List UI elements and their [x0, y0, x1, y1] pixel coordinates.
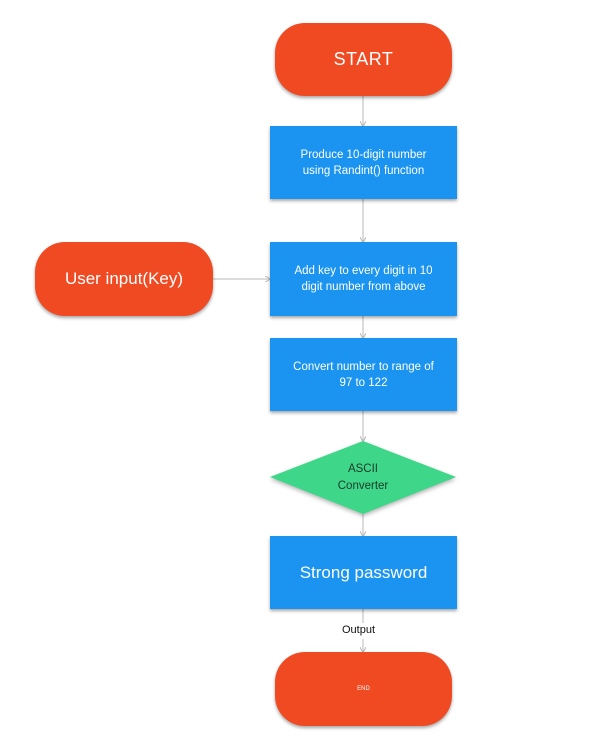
- edge-label-output: Output: [342, 624, 376, 636]
- node-start-label: START: [333, 49, 394, 69]
- node-end: END: [275, 652, 452, 726]
- node-user-input-label: User input(Key): [64, 269, 184, 288]
- node-add-key-label: Add key to every digit in 10 digit numbe…: [294, 265, 433, 293]
- node-ascii-converter-label: ASCII Converter: [337, 462, 389, 492]
- node-strong-password-label: Strong password: [299, 562, 428, 582]
- node-user-input: User input(Key): [35, 242, 213, 316]
- decision-diamond-ascii: [270, 441, 456, 514]
- node-generate-number-label: Produce 10-digit number using Randint() …: [300, 148, 427, 177]
- node-convert-range-label: Convert number to range of 97 to 122: [293, 360, 434, 389]
- node-convert-range: Convert number to range of 97 to 122: [270, 338, 457, 411]
- node-strong-password: Strong password: [270, 536, 457, 609]
- node-start: START: [275, 23, 452, 96]
- node-add-key: Add key to every digit in 10 digit numbe…: [270, 242, 457, 316]
- node-end-label: END: [357, 686, 370, 692]
- node-ascii-converter: ASCII Converter: [270, 441, 456, 514]
- node-generate-number: Produce 10-digit number using Randint() …: [270, 126, 457, 199]
